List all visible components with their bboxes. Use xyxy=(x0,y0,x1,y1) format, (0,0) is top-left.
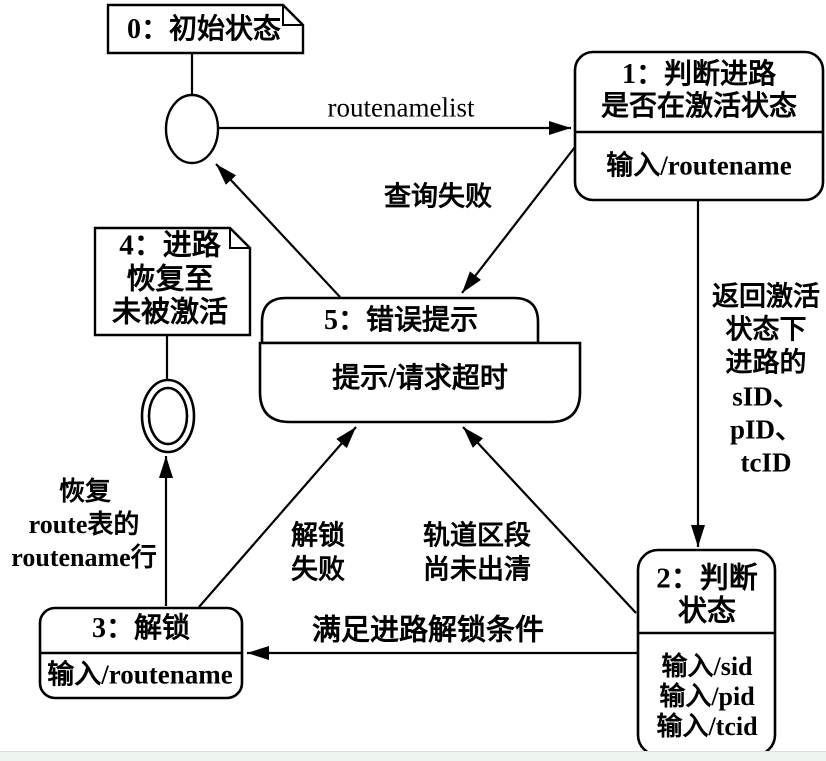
state5-title: 5：错误提示 xyxy=(323,305,479,336)
footer-strip xyxy=(0,751,826,761)
transition-label-unlock-failed-line1: 解锁 xyxy=(291,520,345,551)
state2-title-line2: 状态 xyxy=(677,595,737,628)
transition-label-restore-route-line1: 恢复 xyxy=(58,477,112,506)
state5-action-compartment xyxy=(258,341,582,424)
transition-label-track-not-clear-line1: 轨道区段 xyxy=(423,520,531,551)
arrow-state3-to-state5 xyxy=(198,426,357,608)
arrow-state2-to-state5 xyxy=(462,426,637,614)
note-box-4 xyxy=(93,226,252,337)
initial-state-circle xyxy=(164,93,220,165)
state2-title-line1: 2：判断 xyxy=(656,562,758,595)
state5-name-compartment xyxy=(260,296,540,345)
state1-title-line1: 1：判断进路 xyxy=(621,59,777,90)
transition-label-query-failed: 查询失败 xyxy=(384,181,492,212)
transition-label-restore-route-line3: routename行 xyxy=(11,543,157,572)
transition-label-return-active-line2: 状态下 xyxy=(725,314,807,345)
note-box-0 xyxy=(106,3,305,55)
state2-action2: 输入/pid xyxy=(659,682,755,711)
arrow-state5-to-initial xyxy=(215,163,341,298)
note0-title: 0：初始状态 xyxy=(126,14,282,45)
state3-action: 输入/routename xyxy=(47,659,233,690)
transition-label-return-active-line3: 进路的 xyxy=(725,347,807,378)
transition-label-unlock-condition: 满足进路解锁条件 xyxy=(311,614,545,647)
state2-action1: 输入/sid xyxy=(661,652,753,681)
transition-label-routenamelist: routenamelist xyxy=(327,92,475,123)
state1-action: 输入/routename xyxy=(606,150,792,181)
state1-title-line2: 是否在激活状态 xyxy=(600,91,798,122)
state1-box xyxy=(573,50,825,202)
transition-label-unlock-failed-line2: 失败 xyxy=(291,554,345,585)
transition-label-restore-route-line2: route表的 xyxy=(28,510,140,539)
note0-fold-corner xyxy=(282,5,303,26)
transition-label-return-active-line5: pID、 xyxy=(729,414,803,445)
state5-box xyxy=(258,296,582,424)
state2-action3: 输入/tcid xyxy=(656,712,758,741)
transition-label-track-not-clear-line2: 尚未出清 xyxy=(423,554,531,585)
transition-label-return-active-line4: sID、 xyxy=(732,381,800,412)
final-state-circle xyxy=(140,378,196,454)
note4-line3: 未被激活 xyxy=(111,296,229,329)
transition-label-return-active-line1: 返回激活 xyxy=(712,281,820,312)
note4-fold-corner xyxy=(229,228,250,249)
note4-line1: 4：进路 xyxy=(119,229,221,262)
transition-label-return-active-line6: tcID xyxy=(740,447,792,478)
arrow-state1-to-state5 xyxy=(461,146,576,294)
state3-box xyxy=(38,606,244,700)
note4-line2: 恢复至 xyxy=(126,263,214,296)
state5-action: 提示/请求超时 xyxy=(332,363,508,394)
state3-title: 3：解锁 xyxy=(91,613,191,644)
